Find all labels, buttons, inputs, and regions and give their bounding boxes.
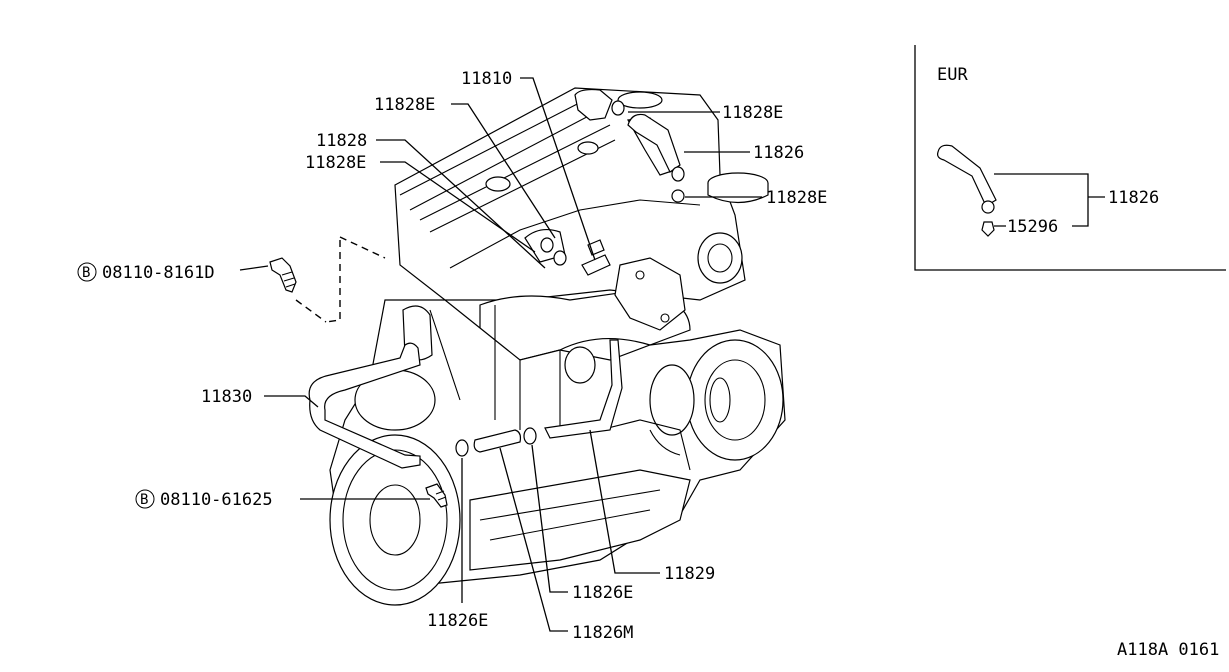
callout-11826M: 11826M xyxy=(572,623,633,643)
inset-frame xyxy=(914,45,1226,271)
diagram-code: A118A 0161 xyxy=(1117,640,1219,660)
engine-illustration xyxy=(329,87,786,606)
bolt-lower-part xyxy=(425,483,448,508)
callout-11826E-right: 11826E xyxy=(572,583,633,603)
bolt-marker-circle-upper xyxy=(77,262,97,282)
callout-11828: 11828 xyxy=(316,131,367,151)
callout-11826-top: 11826 xyxy=(753,143,804,163)
inset-callout-11826: 11826 xyxy=(1108,188,1159,208)
inset-clamp xyxy=(981,200,995,214)
bolt-marker-lower: B xyxy=(140,492,148,508)
callout-11828E-mid-right: 11828E xyxy=(766,188,827,208)
inset-region-label: EUR xyxy=(937,65,968,85)
bolt-upper-part xyxy=(269,257,297,293)
bolt-marker-circle-lower xyxy=(135,489,155,509)
hose-11830 xyxy=(308,342,421,469)
callout-11810: 11810 xyxy=(461,69,512,89)
inset-hose xyxy=(937,144,997,207)
hose-11826M xyxy=(473,429,522,453)
callout-bolt-upper: 08110-8161D xyxy=(102,263,215,283)
inset-bracket xyxy=(994,173,1105,227)
callout-11830: 11830 xyxy=(201,387,252,407)
bolt-marker-upper: B xyxy=(82,265,90,281)
inset-clip-15296 xyxy=(981,221,995,237)
callout-11826E-bottom: 11826E xyxy=(427,611,488,631)
callout-11829: 11829 xyxy=(664,564,715,584)
clamps xyxy=(455,100,685,457)
callout-11828E-mid-left: 11828E xyxy=(305,153,366,173)
inset-callout-15296: 15296 xyxy=(1007,217,1058,237)
hose-11826-top xyxy=(627,113,681,173)
callout-11828E-top-left: 11828E xyxy=(374,95,435,115)
leader-lines xyxy=(239,77,762,632)
hose-11829 xyxy=(544,339,623,439)
dashed-reference-line xyxy=(295,236,386,323)
callout-labels: 11810 11828E 11828E 11826 11828 11828E 1… xyxy=(77,69,827,643)
callout-bolt-lower: 08110-61625 xyxy=(160,490,273,510)
callout-11828E-top-right: 11828E xyxy=(722,103,783,123)
eur-inset: EUR 11826 15296 xyxy=(914,45,1226,271)
